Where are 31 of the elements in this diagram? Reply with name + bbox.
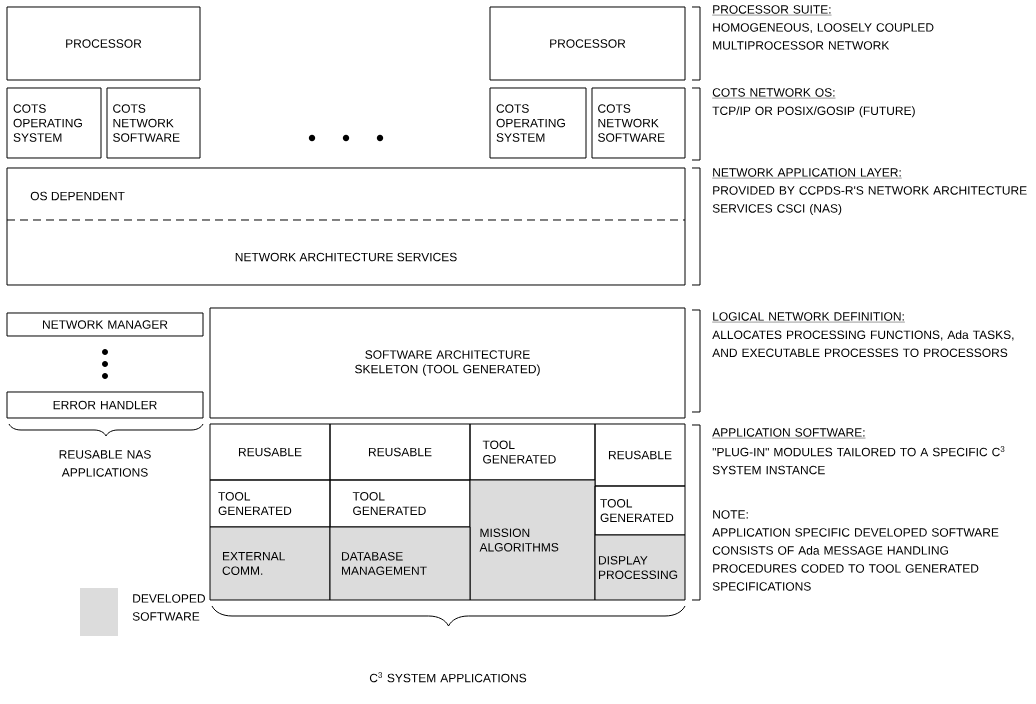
note-text: NOTE: <box>713 510 748 519</box>
note-text: "PLUG-IN" MODULES TAILORED TO A SPECIFIC C$^{3}$ SYSTEM INSTANCE <box>712 446 1005 475</box>
module-box: COTS NETWORK SOFTWARE <box>106 87 201 159</box>
shaded-cell: DATABASE MANAGEMENT <box>329 526 471 601</box>
brace-label: REUSABLE NAS APPLICATIONS <box>59 450 151 477</box>
module-box: COTS OPERATING SYSTEM <box>489 87 587 159</box>
module-box: REUSABLE <box>209 423 331 481</box>
note-text: ALLOCATES PROCESSING FUNCTIONS, Ada TASKS, AND EXECUTABLE PROCESSES TO PROCESSORS <box>712 330 1014 357</box>
brace-label: C$^{3}$ SYSTEM APPLICATIONS <box>369 672 527 683</box>
module-box: ERROR HANDLER <box>6 391 204 419</box>
legend-label: DEVELOPED SOFTWARE <box>132 594 205 621</box>
module-box: NETWORK MANAGER <box>6 312 204 337</box>
note-text: HOMOGENEOUS, LOOSELY COUPLED MULTIPROCESSOR NETWORK <box>713 23 934 50</box>
module-box: COTS OPERATING SYSTEM <box>6 87 102 159</box>
note-heading: COTS NETWORK OS: <box>712 88 836 99</box>
note-text: TCP/IP OR POSIX/GOSIP (FUTURE) <box>712 106 915 118</box>
shaded-cell: EXTERNAL COMM. <box>209 526 331 601</box>
layer-band: OS DEPENDENT NETWORK ARCHITECTURE SERVICES <box>6 167 686 286</box>
module-box: PROCESSOR <box>489 6 686 81</box>
module-box: REUSABLE <box>594 423 686 487</box>
note-text: APPLICATION SPECIFIC DEVELOPED SOFTWARE CONSISTS OF Ada MESSAGE HANDLING PROCEDURES CODED TO TOOL GENERATED SPECIFICATIONS <box>712 528 999 591</box>
module-box: SOFTWARE ARCHITECTURE SKELETON (TOOL GENERATED) <box>209 307 686 419</box>
module-box: COTS NETWORK SOFTWARE <box>591 87 686 159</box>
note-heading: PROCESSOR SUITE: <box>712 5 832 16</box>
note-heading: APPLICATION SOFTWARE: <box>712 428 866 439</box>
module-box: REUSABLE <box>329 423 471 481</box>
note-heading: NETWORK APPLICATION LAYER: <box>712 168 902 179</box>
note-heading: LOGICAL NETWORK DEFINITION: <box>712 312 906 323</box>
note-text: PROVIDED BY CCPDS-R'S NETWORK ARCHITECTURE SERVICES CSCI (NAS) <box>712 186 1027 216</box>
shaded-cell: DISPLAY PROCESSING <box>594 534 686 601</box>
module-box: PROCESSOR <box>6 6 201 81</box>
